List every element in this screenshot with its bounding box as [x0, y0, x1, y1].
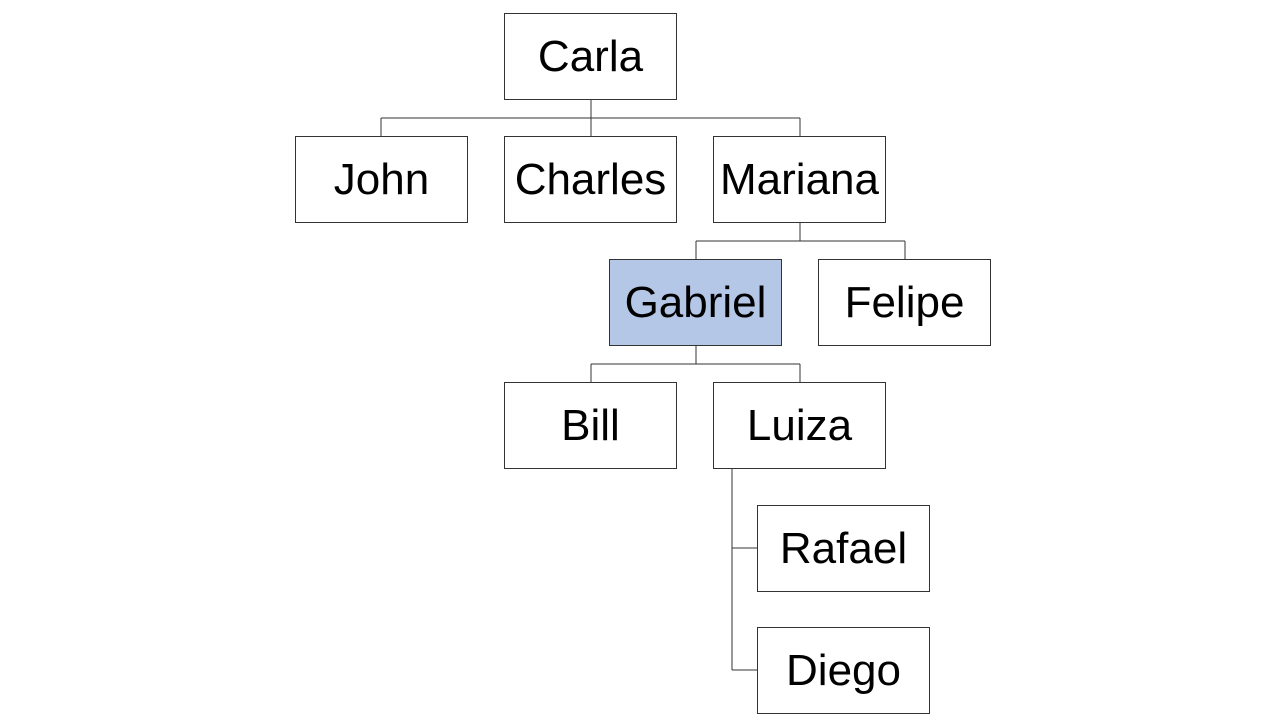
node-label: Rafael — [779, 523, 908, 573]
connector-gabriel-children — [590, 346, 801, 382]
node-label: Bill — [561, 400, 620, 450]
node-label: Diego — [786, 645, 901, 695]
node-label: Carla — [537, 31, 644, 81]
node-label: Felipe — [844, 277, 965, 327]
node-label: Charles — [514, 154, 667, 204]
node-mariana: Mariana — [713, 136, 886, 223]
node-carla: Carla — [504, 13, 677, 100]
node-john: John — [295, 136, 468, 223]
node-luiza: Luiza — [713, 382, 886, 469]
connector-luiza-children — [731, 469, 757, 671]
node-rafael: Rafael — [757, 505, 930, 592]
node-label: Gabriel — [624, 277, 767, 327]
node-label: John — [333, 154, 430, 204]
node-label: Luiza — [746, 400, 853, 450]
node-bill: Bill — [504, 382, 677, 469]
connector-mariana-children — [695, 223, 906, 259]
node-charles: Charles — [504, 136, 677, 223]
connector-carla-children — [380, 100, 801, 136]
node-diego: Diego — [757, 627, 930, 714]
node-label: Mariana — [720, 154, 879, 204]
node-felipe: Felipe — [818, 259, 991, 346]
node-gabriel-highlighted: Gabriel — [609, 259, 782, 346]
